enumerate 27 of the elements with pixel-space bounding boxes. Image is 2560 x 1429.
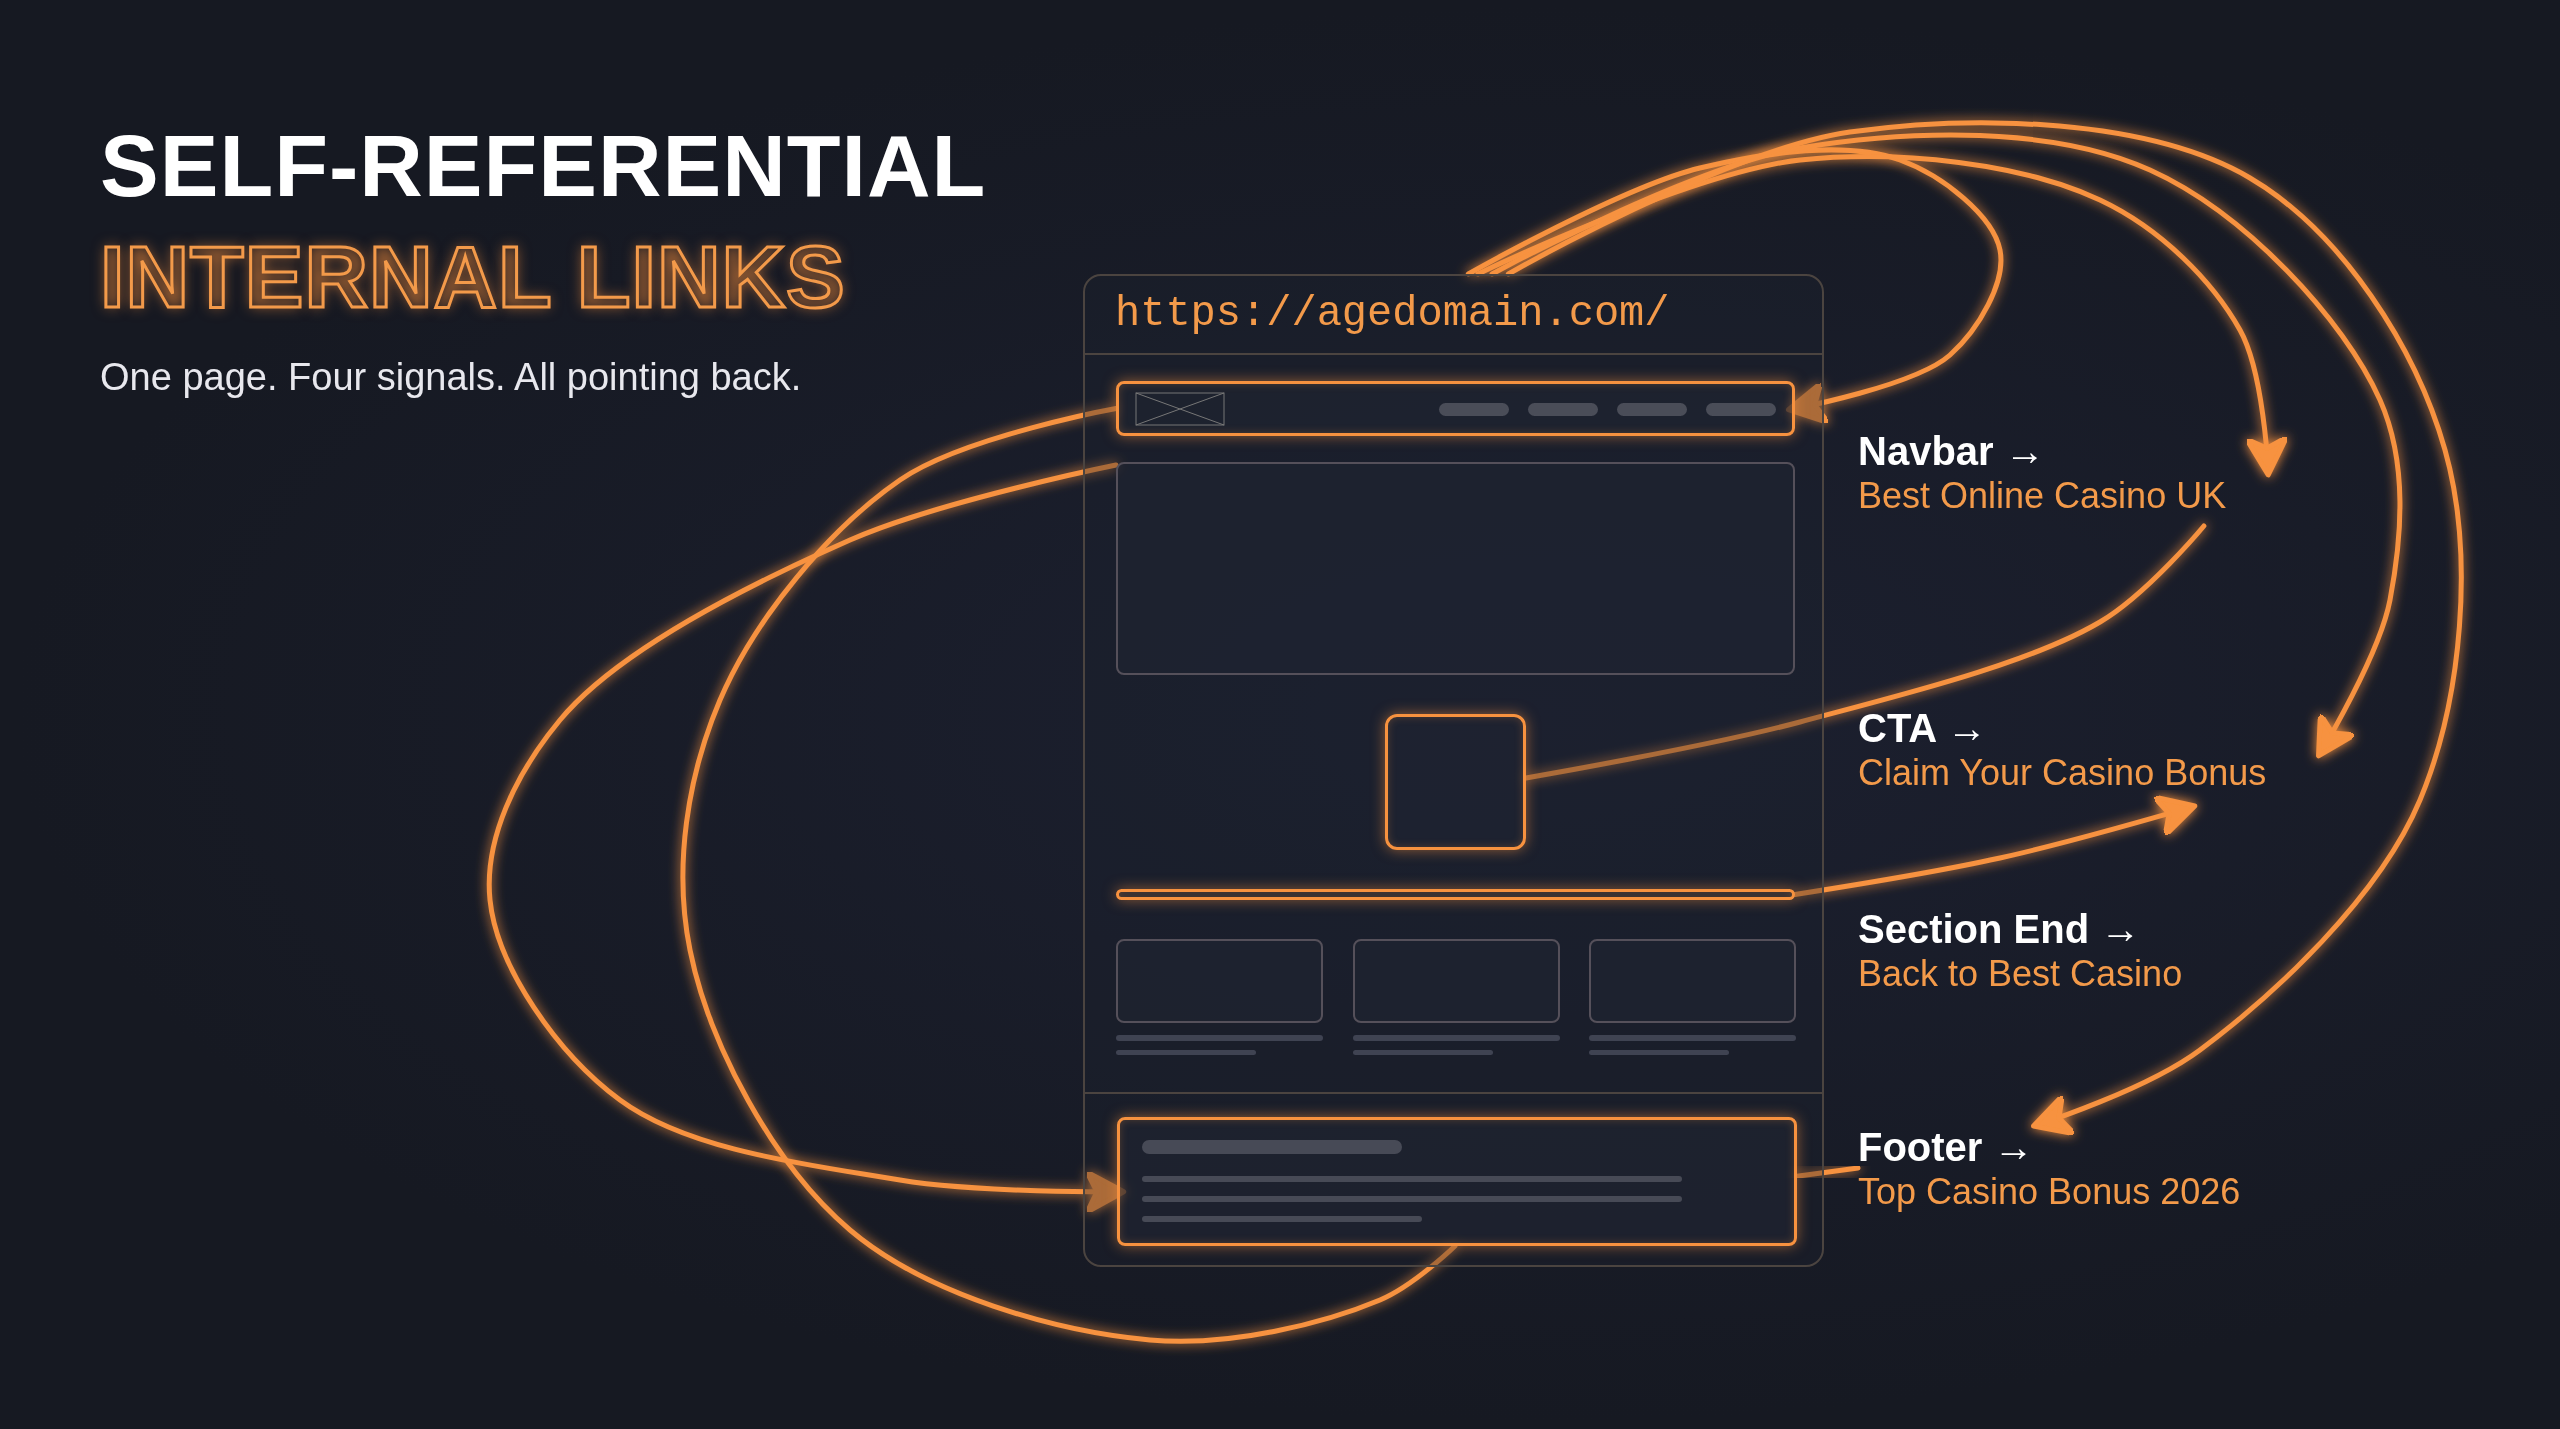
title: SELF-REFERENTIAL: [100, 115, 987, 217]
content-card: [1353, 939, 1560, 1023]
title-line: INTERNAL LINKS: [100, 226, 846, 328]
callout-heading: Footer →: [1858, 1124, 2035, 1170]
callout-heading: CTA →: [1858, 705, 1988, 751]
divider-bar: [1116, 889, 1795, 900]
content-card: [1116, 462, 1795, 675]
content-card: [1116, 939, 1323, 1023]
callout-heading: Section End →: [1858, 906, 2142, 952]
arrow: [1505, 120, 2464, 1137]
anchor-text: Best Online Casino UK: [1858, 474, 2228, 518]
subtitle: One page. Four signals. All pointing back.: [100, 356, 802, 399]
content-card: [1589, 939, 1796, 1023]
arrow: [1475, 154, 2289, 478]
arrow: [1489, 132, 2403, 759]
arrow: [1792, 794, 2198, 897]
browser-window: [1083, 274, 1824, 1267]
anchor-text: Claim Your Casino Bonus: [1858, 751, 2268, 795]
navbar: [1116, 381, 1795, 436]
callout-heading: Navbar →: [1858, 428, 2046, 474]
url-text: https://agedomain.com/: [1115, 290, 1670, 338]
cta-button: [1385, 714, 1526, 850]
arrow: [1465, 147, 2004, 425]
anchor-text: Top Casino Bonus 2026: [1858, 1170, 2242, 1214]
anchor-text: Back to Best Casino: [1858, 952, 2184, 996]
footer-block: [1117, 1117, 1797, 1246]
arrow: [486, 462, 1127, 1215]
